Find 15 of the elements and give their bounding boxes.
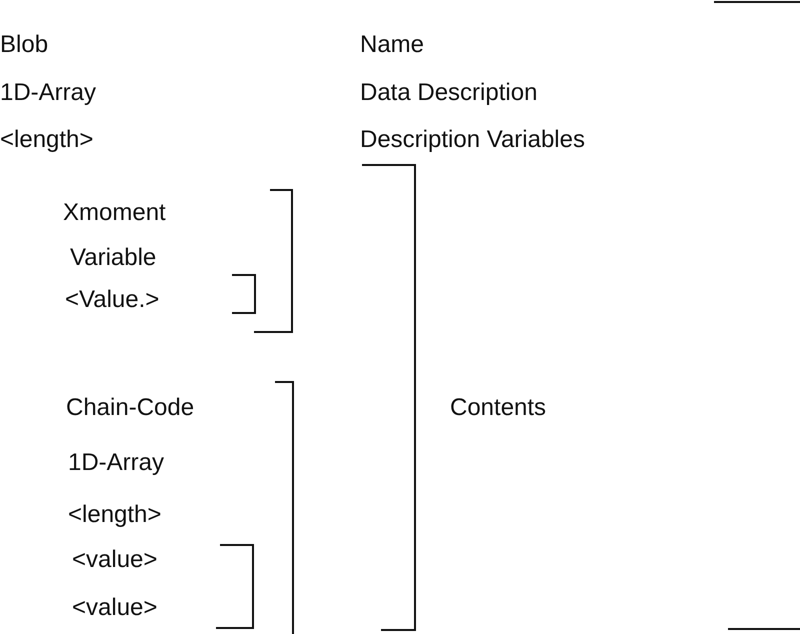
label-text: Name <box>360 31 424 59</box>
label-text: <length> <box>68 501 162 529</box>
label-text: Xmoment <box>63 199 166 227</box>
label-text: Blob <box>0 31 48 59</box>
label-text: Description Variables <box>360 126 585 154</box>
label-text: 1D-Array <box>68 449 164 477</box>
label-text: Variable <box>70 244 156 272</box>
label-text: Data Description <box>360 79 538 107</box>
label-text: 1D-Array <box>0 79 96 107</box>
label-text: <length> <box>0 126 94 154</box>
label-text: Chain-Code <box>66 394 194 422</box>
label-text: <Value.> <box>65 286 160 314</box>
label-text: <value> <box>72 594 158 622</box>
label-text: Contents <box>450 394 546 422</box>
label-text: <value> <box>72 546 158 574</box>
